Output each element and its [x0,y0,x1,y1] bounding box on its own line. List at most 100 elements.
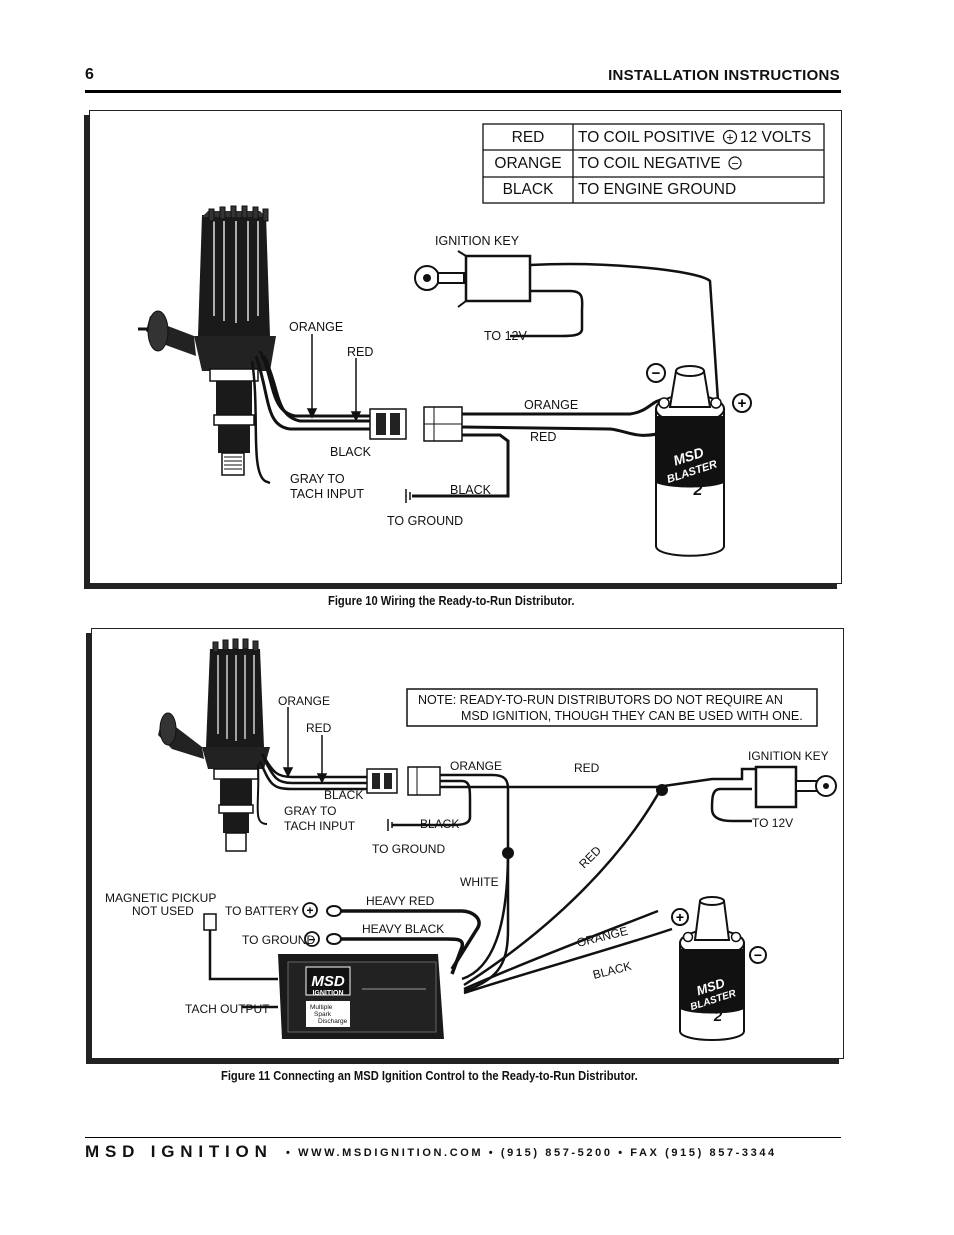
battery-plus-marker [302,902,318,918]
label-tach-input: TACH INPUT [284,819,356,833]
coil-minus-marker [646,363,666,383]
table-dest-black: TO ENGINE GROUND [578,181,736,198]
ignition-key-icon [754,765,837,809]
label-orange-right: ORANGE [524,398,578,412]
footer-brand: MSD IGNITION [85,1142,273,1161]
table-extra-volts: 12 VOLTS [740,129,811,146]
junction-white [502,847,514,859]
label-red-diag: RED [576,843,604,871]
label-black-coil: BLACK [591,959,633,982]
note-box [406,688,818,727]
harness-connector [369,406,463,442]
magnetic-pickup-connector [203,913,278,981]
harness-connector [366,766,441,796]
label-black-ground: BLACK [420,817,459,831]
wire-harness [256,753,367,825]
figure-11: NOTE: READY-TO-RUN DISTRIBUTORS DO NOT R… [91,628,844,1059]
msd-box-brand: MSD [311,973,345,990]
label-orange: ORANGE [278,694,330,708]
coil-number: 2 [713,1008,723,1025]
page-title: INSTALLATION INSTRUCTIONS [608,67,840,84]
label-red-right: RED [530,430,556,444]
label-arrows [306,334,362,422]
label-red-left: RED [347,345,373,359]
label-black: BLACK [324,788,363,802]
note-line-1: NOTE: READY-TO-RUN DISTRIBUTORS DO NOT R… [418,693,783,707]
label-to-battery: TO BATTERY [225,904,299,918]
table-color-black: BLACK [503,181,554,198]
msd-box-line1: Multiple [310,1004,333,1011]
coil-plus-marker [671,908,689,926]
junction-red [656,784,668,796]
coil-plus-marker [732,393,752,413]
table-symbol-plus: + [726,131,733,145]
label-arrows [282,707,328,784]
label-black-left: BLACK [330,445,372,459]
coil-minus-marker [749,946,767,964]
minus-circle-icon [728,156,742,170]
control-wires [392,767,792,995]
ground-minus: − [308,933,315,947]
coil-plus: + [676,909,684,925]
table-dest-orange: TO COIL NEGATIVE [578,155,721,172]
label-orange-left: ORANGE [289,320,343,334]
ignition-coil-icon [679,896,745,1041]
coil-minus: − [754,947,762,963]
table-color-orange: ORANGE [494,155,561,172]
wire-harness [250,350,370,485]
ring-terminal-icon [326,905,342,945]
label-to-12v: TO 12V [752,816,793,830]
ground-icon [405,489,411,503]
msd-box-line3: Discharge [318,1018,348,1025]
label-white: WHITE [460,875,499,889]
coil-minus: − [652,365,661,382]
label-black-ground: BLACK [450,483,492,497]
figure-10-caption: Figure 10 Wiring the Ready-to-Run Distri… [328,593,575,608]
figure-10-diagram: RED TO COIL POSITIVE + 12 VOLTS ORANGE T… [138,123,825,557]
ground-minus-marker [304,931,320,947]
header-rule [85,90,841,93]
page-number: 6 [85,66,94,83]
table-color-red: RED [512,129,545,146]
label-to-ground: TO GROUND [387,514,463,528]
label-heavy-red: HEAVY RED [366,894,435,908]
label-gray-to: GRAY TO [290,472,345,486]
label-ignition-key: IGNITION KEY [748,749,829,763]
label-to-ground-box: TO GROUND [242,933,315,947]
label-to-12v: TO 12V [484,329,528,343]
label-magnetic-pickup: MAGNETIC PICKUP [105,891,216,905]
battery-plus: + [306,904,313,918]
plus-circle-icon [722,129,738,145]
footer-contact: • WWW.MSDIGNITION.COM • (915) 857-5200 •… [286,1147,777,1159]
msd-ignition-box-icon [278,954,444,1039]
label-tach-input: TACH INPUT [290,487,364,501]
table-dest-red: TO COIL POSITIVE [578,129,715,146]
label-to-ground: TO GROUND [372,842,445,856]
label-not-used: NOT USED [132,904,194,918]
msd-box-sub: IGNITION [312,990,343,997]
ignition-coil-icon [655,365,725,557]
heavy-wires [340,909,481,975]
label-red-top: RED [574,761,600,775]
label-red: RED [306,721,332,735]
ignition-key-icon [414,250,532,308]
figure-11-diagram: NOTE: READY-TO-RUN DISTRIBUTORS DO NOT R… [105,638,837,1041]
label-heavy-black: HEAVY BLACK [362,922,444,936]
label-gray-to: GRAY TO [284,804,336,818]
figure-10: RED TO COIL POSITIVE + 12 VOLTS ORANGE T… [89,110,842,584]
coil-number: 2 [693,482,703,499]
wire-color-table [482,123,825,204]
coil-plus: + [738,395,747,412]
msd-box-line2: Spark [314,1011,332,1018]
figure-11-caption: Figure 11 Connecting an MSD Ignition Con… [221,1068,638,1083]
distributor-icon [158,638,270,852]
distributor-icon [138,205,276,476]
label-ignition-key: IGNITION KEY [435,234,520,248]
label-tach-output: TACH OUTPUT [185,1002,270,1016]
ground-icon [387,819,393,831]
key-wires [510,262,720,402]
footer-rule [85,1137,841,1138]
label-orange-mid: ORANGE [450,759,502,773]
table-symbol-minus: − [731,157,738,171]
note-line-2: MSD IGNITION, THOUGH THEY CAN BE USED WI… [461,709,803,723]
